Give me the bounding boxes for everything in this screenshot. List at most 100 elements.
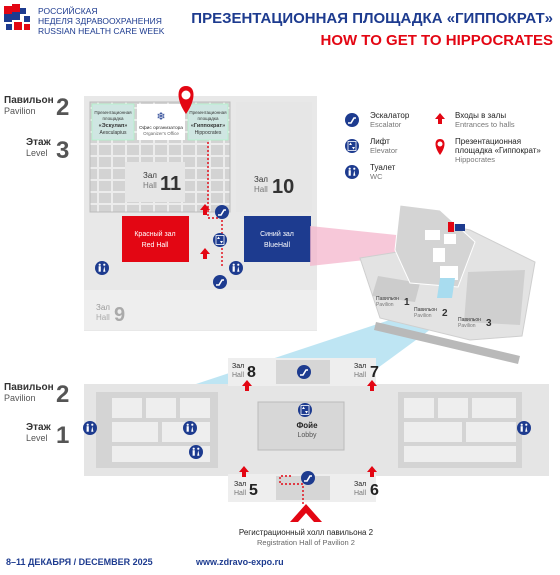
logo-cross-part [14,22,22,30]
site-pavilion-3-number: 3 [486,318,492,329]
hall-5-number: 5 [249,482,258,499]
escalator-icon [296,364,312,380]
level-label: Этаж [26,137,52,148]
pavilion-number: 2 [56,381,69,408]
hall-11-number: 11 [160,173,181,195]
logo-cross-part [24,16,30,22]
registration-hall-label: Регистрационный холл павильона 2 [239,528,374,537]
hall-5-label: Зал [234,481,246,488]
pavilion-label: Павильон [4,382,54,393]
room [112,398,142,418]
site-pavilion-3-label-en: Pavilion [458,323,476,329]
booth-aesculapius-line2: площадка [102,116,124,121]
hall-7-label-en: Hall [354,372,367,379]
room [404,446,516,462]
organizer-office-label: Офис организатора [139,125,183,131]
logo-cross-part [4,14,12,22]
blue-hall-label: Синий зал [260,230,294,238]
logo-cross-part [12,12,20,20]
pavilion-3-building [464,270,525,325]
site-pavilion-2-label: Павильон [414,307,437,313]
hall-9-label: Зал [96,303,110,312]
pavilion-label-en: Pavilion [4,393,36,403]
website-link[interactable]: www.zdravo-expo.ru [195,557,284,567]
logo [4,4,30,30]
location-pin-icon [178,86,194,114]
route-upper [207,142,223,268]
room [438,398,468,418]
snowflake-icon: ❄ [156,111,165,123]
logo-cross-part [12,4,20,12]
hall-6-number: 6 [370,482,379,499]
pavilion-number: 2 [56,94,69,121]
site-pavilion-1-number: 1 [404,297,410,308]
site-pavilion-1-label-en: Pavilion [376,302,394,308]
logo-cross-part [6,24,12,30]
hall-10-label-en: Hall [254,185,268,194]
site-pavilion-3-label: Павильон [458,317,481,323]
legend-elevator-en: Elevator [370,146,398,155]
pavilion-label-en: Pavilion [4,106,36,116]
level-number: 3 [56,137,69,164]
hall-8-label-en: Hall [232,372,245,379]
route-lower [279,475,304,504]
escalator-icon [212,274,228,290]
booth-hippocrates [187,103,229,141]
room [146,398,176,418]
toilet-icon [83,421,97,435]
hall-6-label: Зал [354,481,366,488]
booth-aesculapius [91,103,135,141]
legend-entrances: Входы в залы [455,111,506,120]
room [466,422,516,442]
site-map [359,204,536,364]
organizer-office-label-en: Organizer's Office [143,131,179,136]
room [404,422,462,442]
escalator-icon [344,112,360,128]
legend-toilet-en: WC [370,172,383,181]
booth-hippocrates-line3: «Гиппократ» [191,123,225,129]
booth-hippocrates-line2: площадка [197,116,219,121]
pavilion-label: Павильон [4,95,54,106]
toilet-icon [183,421,197,435]
site-block [440,266,458,280]
hall-11-label: Зал [143,171,157,180]
site-road [374,322,520,364]
blue-hall [244,216,311,262]
room [404,398,434,418]
red-hall-label-en: Red Hall [142,242,169,249]
logo-cross-part [20,8,26,14]
legend-hippocrates-line2: площадка «Гиппократ» [455,146,541,155]
hall-8-number: 8 [247,364,256,381]
footer [0,552,560,570]
legend-escalator: Эскалатор [370,111,410,120]
logo-cross-part [24,24,30,30]
legend [340,104,554,196]
hall-11-label-bg [125,162,185,202]
entrance-chevron-icon [290,504,322,522]
hall-6-label-en: Hall [354,490,367,497]
room [180,398,210,418]
hall-9-area [84,290,317,330]
site-marker [448,222,454,232]
legend-escalator-en: Escalator [370,120,402,129]
lobby-label: Фойе [296,421,318,430]
red-hall-label: Красный зал [134,230,175,238]
level-label-en: Level [26,148,48,158]
hall-10 [236,102,312,212]
organizer-office [137,104,185,140]
booth-aesculapius-line4: Aesculapius [100,130,127,136]
toilet-icon [95,261,109,275]
hall-9-label-en: Hall [96,313,110,322]
booth-aesculapius-line3: «Эскулап» [99,123,128,129]
escalator-icon [300,470,316,486]
site-block [433,248,445,262]
hall-9-number: 9 [114,304,125,326]
registration-hall-label-en: Registration Hall of Pavilion 2 [257,538,355,547]
toilet-icon [517,421,531,435]
hall-7-number: 7 [370,364,379,381]
room [472,398,516,418]
elevator-icon [344,138,360,154]
room [112,446,210,462]
site-pavilion-2-label-en: Pavilion [414,313,432,319]
